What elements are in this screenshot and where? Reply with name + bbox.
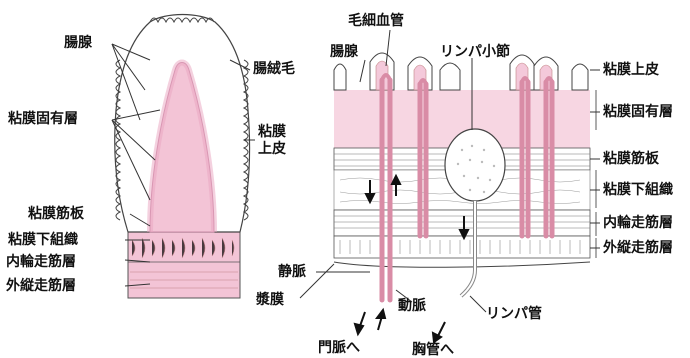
right-label-lamina-propria: 粘膜固有層 <box>603 104 673 120</box>
left-label-villus: 腸絨毛 <box>253 61 295 77</box>
left-label-muscularis-mucosae: 粘膜筋板 <box>28 206 84 222</box>
right-label-vein: 静脈 <box>278 264 306 280</box>
right-label-inner-circular: 内輪走筋層 <box>603 215 673 231</box>
lymph-nodule <box>445 129 505 201</box>
right-label-outer-longitudinal: 外縦走筋層 <box>603 240 673 256</box>
right-label-artery: 動脈 <box>398 298 426 314</box>
left-label-inner-circular: 内輪走筋層 <box>6 254 76 270</box>
right-label-to-thoracic-duct: 胸管へ <box>412 342 454 358</box>
right-label-capillary: 毛細血管 <box>348 13 404 29</box>
left-label-epithelium-2: 上皮 <box>258 141 286 157</box>
right-serosa <box>334 262 590 267</box>
right-label-serosa: 漿膜 <box>256 292 284 308</box>
right-label-submucosa: 粘膜下組織 <box>603 182 673 198</box>
right-label-to-portal-vein: 門脈へ <box>318 340 360 356</box>
left-villus-figure <box>115 15 250 299</box>
left-label-submucosa: 粘膜下組織 <box>8 232 78 248</box>
right-outer-longitudinal-muscle <box>334 236 590 258</box>
left-label-outer-longitudinal: 外縦走筋層 <box>6 278 76 294</box>
right-label-intestinal-gland: 腸腺 <box>330 44 358 60</box>
right-wall-figure <box>334 53 590 342</box>
right-label-lymph-duct: リンパ管 <box>486 306 542 322</box>
left-label-intestinal-gland: 腸腺 <box>64 35 92 51</box>
right-label-lymph-nodule: リンパ小節 <box>440 44 510 60</box>
left-label-lamina-propria: 粘膜固有層 <box>8 111 78 127</box>
right-label-muscularis-mucosae: 粘膜筋板 <box>603 151 659 167</box>
left-label-epithelium-1: 粘膜 <box>258 124 286 140</box>
right-label-epithelium: 粘膜上皮 <box>603 62 659 78</box>
